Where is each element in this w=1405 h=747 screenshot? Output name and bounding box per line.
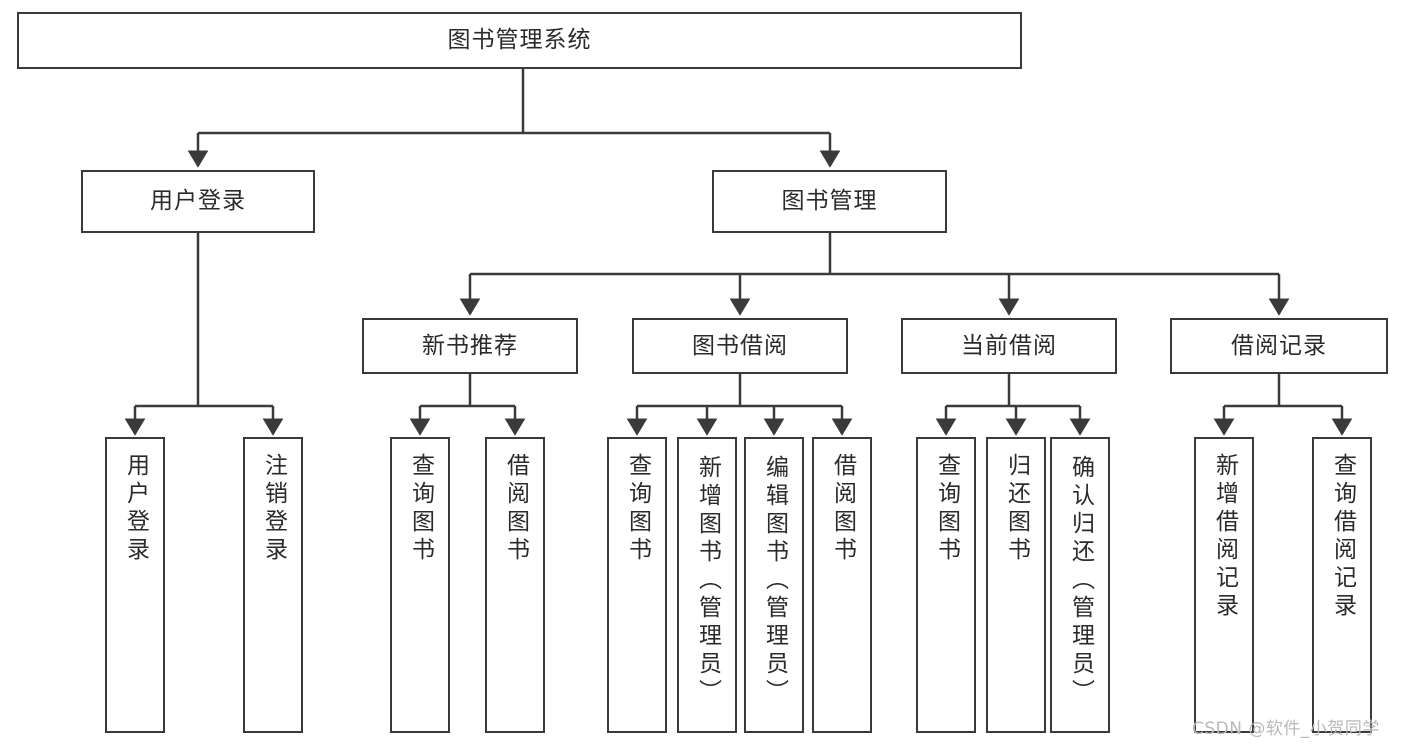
node-root-label: 图书管理系统: [447, 27, 592, 54]
leaf-query-book-new[interactable]: 查询图书: [390, 437, 450, 733]
leaf-user-login[interactable]: 用户登录: [105, 437, 165, 733]
node-current-borrow-label: 当前借阅: [961, 332, 1057, 359]
leaf-add-borrow-record[interactable]: 新增借阅记录: [1194, 437, 1254, 733]
leaf-confirm-return-admin[interactable]: 确认归还（管理员）: [1050, 437, 1110, 733]
connector-root-to-level2: [187, 69, 841, 168]
node-user-login-label: 用户登录: [150, 188, 246, 215]
node-book-management-label: 图书管理: [781, 188, 878, 215]
leaf-query-book-label: 查询图书: [624, 453, 651, 565]
leaf-edit-book-admin-label: 编辑图书（管理员）: [761, 455, 788, 707]
node-book-borrow-label: 图书借阅: [692, 332, 788, 359]
connector-borrow-to-leaves: [626, 374, 853, 436]
node-book-management[interactable]: 图书管理: [712, 170, 947, 233]
node-new-book-recommend[interactable]: 新书推荐: [362, 318, 578, 374]
node-borrow-records-label: 借阅记录: [1231, 332, 1327, 359]
leaf-query-book-new-label: 查询图书: [407, 453, 434, 565]
leaf-return-book[interactable]: 归还图书: [986, 437, 1046, 733]
leaf-borrow-book[interactable]: 借阅图书: [812, 437, 872, 733]
node-root[interactable]: 图书管理系统: [17, 12, 1022, 69]
node-borrow-records[interactable]: 借阅记录: [1170, 318, 1388, 374]
leaf-borrow-book-new[interactable]: 借阅图书: [485, 437, 545, 733]
leaf-query-borrow-record-label: 查询借阅记录: [1329, 453, 1356, 621]
node-current-borrow[interactable]: 当前借阅: [901, 318, 1117, 374]
leaf-add-book-admin-label: 新增图书（管理员）: [694, 455, 721, 707]
connector-newbooks-to-leaves: [409, 374, 526, 436]
leaf-query-borrow-record[interactable]: 查询借阅记录: [1312, 437, 1372, 733]
leaf-query-book-current-label: 查询图书: [933, 453, 960, 565]
leaf-logout[interactable]: 注销登录: [243, 437, 303, 733]
node-user-login[interactable]: 用户登录: [81, 170, 315, 233]
connector-bookmgmt-to-level3: [459, 233, 1290, 316]
leaf-borrow-book-label: 借阅图书: [829, 453, 856, 565]
leaf-query-book-current[interactable]: 查询图书: [916, 437, 976, 733]
leaf-edit-book-admin[interactable]: 编辑图书（管理员）: [744, 437, 804, 733]
node-new-book-recommend-label: 新书推荐: [422, 332, 518, 359]
connector-userlogin-to-leaves: [124, 233, 284, 436]
connector-current-to-leaves: [935, 374, 1091, 436]
leaf-add-borrow-record-label: 新增借阅记录: [1211, 453, 1238, 621]
leaf-query-book[interactable]: 查询图书: [607, 437, 667, 733]
node-book-borrow[interactable]: 图书借阅: [632, 318, 848, 374]
leaf-borrow-book-new-label: 借阅图书: [502, 453, 529, 565]
leaf-user-login-label: 用户登录: [122, 453, 149, 565]
connector-records-to-leaves: [1213, 374, 1353, 436]
leaf-add-book-admin[interactable]: 新增图书（管理员）: [677, 437, 737, 733]
leaf-return-book-label: 归还图书: [1003, 453, 1030, 565]
leaf-confirm-return-admin-label: 确认归还（管理员）: [1067, 455, 1094, 707]
watermark-text: CSDN @软件_小贺同学: [1192, 719, 1380, 739]
leaf-logout-label: 注销登录: [260, 453, 287, 565]
